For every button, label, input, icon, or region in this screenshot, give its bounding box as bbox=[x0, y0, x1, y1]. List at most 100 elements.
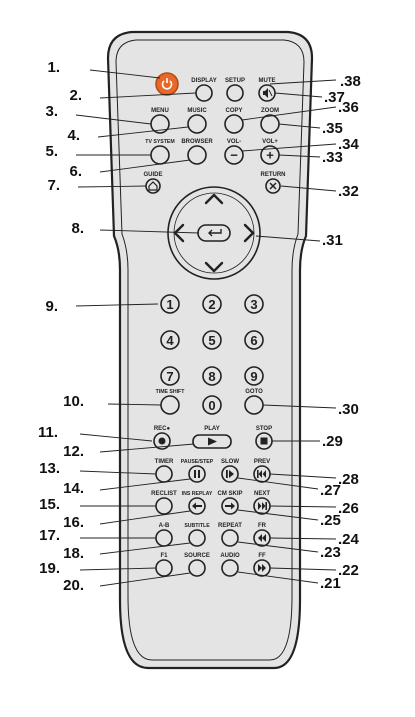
replay-arrowhead-icon bbox=[192, 502, 196, 510]
button-timer[interactable]: TIMER bbox=[155, 459, 174, 483]
button-power[interactable] bbox=[155, 72, 179, 96]
callout-leader-line bbox=[269, 567, 337, 571]
button-cm-skip[interactable]: CM SKIP bbox=[217, 491, 243, 515]
digit-glyph: 2 bbox=[208, 297, 215, 312]
digit-glyph: 1 bbox=[166, 297, 173, 312]
callout-leader-line bbox=[99, 159, 191, 173]
callout-leader-line bbox=[79, 433, 153, 442]
button-reclist[interactable]: RECLIST bbox=[151, 491, 177, 515]
button-label: STOP bbox=[256, 426, 272, 432]
button-n4[interactable]: 4 bbox=[160, 330, 180, 350]
button-face bbox=[187, 114, 207, 134]
symbol-glyph: − bbox=[230, 148, 238, 163]
close-icon bbox=[269, 182, 277, 190]
digit-glyph: 4 bbox=[166, 333, 174, 348]
button-n1[interactable]: 1 bbox=[160, 294, 180, 314]
button-face bbox=[155, 559, 173, 577]
chevron-right-icon[interactable] bbox=[243, 223, 255, 243]
button-n8[interactable]: 8 bbox=[202, 366, 222, 386]
button-goto[interactable]: GOTO bbox=[244, 389, 264, 415]
button-time-shift[interactable]: TIME SHIFT bbox=[156, 389, 186, 415]
button-audio[interactable]: AUDIO bbox=[220, 553, 240, 577]
callout-leader-line bbox=[237, 571, 319, 584]
button-rec[interactable]: REC● bbox=[153, 426, 171, 450]
button-menu[interactable]: MENU bbox=[150, 108, 170, 134]
button-n5[interactable]: 5 bbox=[202, 330, 222, 350]
button-next[interactable]: NEXT bbox=[253, 491, 271, 515]
button-setup[interactable]: SETUP bbox=[225, 78, 245, 102]
callout-leader-line bbox=[269, 537, 337, 540]
button-label: A-B bbox=[159, 523, 170, 529]
button-n3[interactable]: 3 bbox=[244, 294, 264, 314]
button-return[interactable]: RETURN bbox=[261, 172, 286, 194]
callout-leader-line bbox=[99, 478, 191, 491]
button-n6[interactable]: 6 bbox=[244, 330, 264, 350]
button-subtitle[interactable]: SUBTITLE bbox=[184, 523, 210, 547]
button-browser[interactable]: BROWSER bbox=[181, 139, 213, 165]
button-pause-step[interactable]: PAUSE/STEP bbox=[181, 459, 214, 483]
callout-number: 4. bbox=[67, 127, 80, 144]
button-label: SLOW bbox=[221, 459, 239, 465]
button-display[interactable]: DISPLAY bbox=[191, 78, 217, 102]
button-mute[interactable]: MUTE bbox=[258, 78, 276, 102]
callout-leader-line bbox=[237, 477, 319, 490]
pause-icon-bar-left bbox=[194, 470, 196, 478]
chevron-down-icon[interactable] bbox=[204, 261, 224, 273]
button-ins-replay[interactable]: INS REPLAY bbox=[182, 491, 213, 515]
callout-number: 2. bbox=[69, 87, 82, 104]
button-guide[interactable]: GUIDE bbox=[143, 172, 163, 194]
button-ff[interactable]: FF bbox=[253, 553, 271, 577]
button-label: BROWSER bbox=[181, 139, 213, 145]
callout-number: .36 bbox=[338, 99, 359, 116]
button-n0[interactable]: 0 bbox=[202, 395, 222, 415]
callout-leader-line bbox=[99, 443, 195, 453]
enter-icon bbox=[208, 229, 222, 237]
button-prev[interactable]: PREV bbox=[253, 459, 271, 483]
button-label: SOURCE bbox=[184, 553, 210, 559]
button-face bbox=[188, 529, 206, 547]
callout-number: .30 bbox=[338, 401, 359, 418]
callout-leader-line bbox=[89, 69, 161, 79]
button-face bbox=[224, 114, 244, 134]
record-dot-icon bbox=[158, 437, 166, 445]
button-label: GOTO bbox=[245, 389, 263, 395]
navigation-dpad[interactable] bbox=[167, 186, 261, 280]
button-vol-down[interactable]: −VOL- bbox=[224, 139, 244, 165]
button-face bbox=[160, 395, 180, 415]
button-label: FR bbox=[258, 523, 267, 529]
callout-number: 18. bbox=[63, 545, 84, 562]
button-copy[interactable]: COPY bbox=[224, 108, 244, 134]
button-source[interactable]: SOURCE bbox=[184, 553, 210, 577]
callout-number: 15. bbox=[39, 496, 60, 513]
button-slow[interactable]: SLOW bbox=[221, 459, 239, 483]
symbol-glyph: + bbox=[266, 148, 274, 163]
home-icon bbox=[148, 181, 158, 191]
button-stop[interactable]: STOP bbox=[255, 426, 273, 450]
button-music[interactable]: MUSIC bbox=[187, 108, 207, 134]
prev-icon-bar bbox=[257, 470, 259, 478]
button-label: PREV bbox=[254, 459, 270, 465]
button-label: DISPLAY bbox=[191, 78, 216, 84]
callout-leader-line bbox=[77, 185, 147, 188]
callout-leader-line bbox=[269, 79, 337, 85]
slow-icon-triangle bbox=[229, 470, 234, 478]
callout-number: 12. bbox=[63, 443, 84, 460]
button-n7[interactable]: 7 bbox=[160, 366, 180, 386]
chevron-left-icon[interactable] bbox=[173, 223, 185, 243]
callout-number: .26 bbox=[338, 500, 359, 517]
button-n9[interactable]: 9 bbox=[244, 366, 264, 386]
callout-leader-line bbox=[99, 542, 191, 555]
button-label: RECLIST bbox=[151, 491, 177, 497]
button-vol-up[interactable]: +VOL+ bbox=[260, 139, 280, 165]
button-play[interactable]: PLAY bbox=[192, 426, 232, 449]
callout-number: .25 bbox=[320, 512, 341, 529]
button-zoom[interactable]: ZOOM bbox=[260, 108, 280, 134]
button-n2[interactable]: 2 bbox=[202, 294, 222, 314]
button-repeat[interactable]: REPEAT bbox=[218, 523, 242, 547]
button-face bbox=[221, 529, 239, 547]
button-label: MENU bbox=[151, 108, 169, 114]
button-face bbox=[188, 559, 206, 577]
callout-number: .27 bbox=[320, 482, 341, 499]
chevron-up-icon[interactable] bbox=[204, 193, 224, 205]
callout-leader-line bbox=[280, 185, 337, 192]
